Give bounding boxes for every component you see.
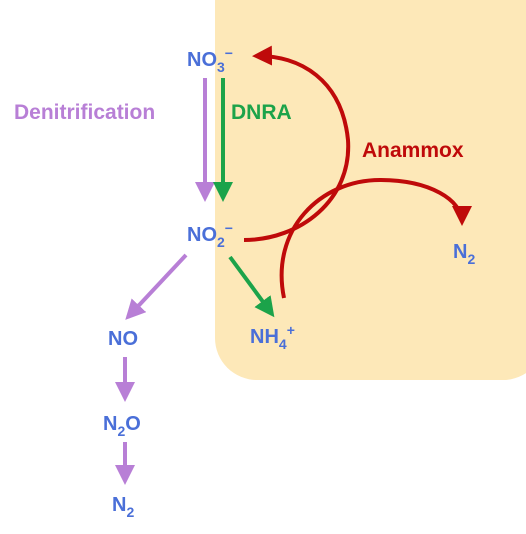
species-nitrite: NO2− <box>187 220 233 250</box>
arrow-no2-to-no <box>125 253 188 320</box>
species-dinitrogen-final: N2 <box>112 494 134 520</box>
label-anammox: Anammox <box>362 139 464 162</box>
species-nitric-oxide: NO <box>108 328 138 350</box>
anammox-region <box>215 0 526 380</box>
species-ammonium: NH4+ <box>250 322 295 352</box>
label-dnra: DNRA <box>231 101 292 124</box>
arrow-no2-to-nh4 <box>228 255 275 318</box>
species-nitrous-oxide: N2O <box>103 413 141 439</box>
arrow-nh4-to-n2-anammox <box>279 177 472 299</box>
species-dinitrogen-anammox: N2 <box>453 241 475 267</box>
label-denitrification: Denitrification <box>14 101 155 124</box>
species-nitrate: NO3− <box>187 45 233 75</box>
